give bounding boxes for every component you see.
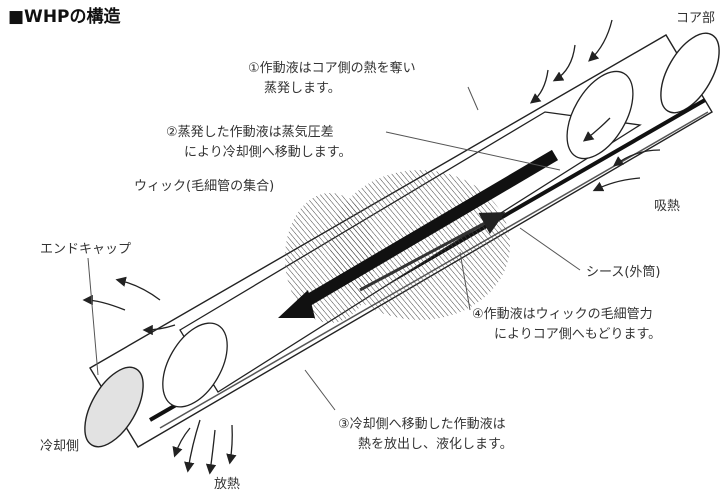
label-step2-line2: により冷却側へ移動します。 (184, 145, 351, 160)
leader-lines (87, 86, 581, 411)
label-step1-line1: ①作動液はコア側の熱を奪い (248, 60, 416, 76)
diagram-title: ■WHPの構造 (8, 6, 122, 27)
label-endcap: エンドキャップ (40, 242, 131, 257)
end-cap (84, 366, 144, 448)
label-cool-side: 冷却側 (40, 439, 79, 454)
heat-absorb-arrows (529, 19, 661, 192)
label-step4-line2: によりコア側へもどります。 (494, 327, 661, 342)
label-step1-line2: 蒸発します。 (264, 81, 341, 96)
label-release: 放熱 (214, 477, 240, 492)
label-step3-line2: 熱を放出し、液化します。 (358, 437, 513, 452)
label-step2-line1: ②蒸発した作動液は蒸気圧差 (166, 124, 334, 140)
label-absorb: 吸熱 (654, 199, 680, 214)
label-step4-line1: ④作動液はウィックの毛細管力 (472, 307, 653, 322)
label-core: コア部 (676, 11, 715, 26)
core-end (660, 32, 720, 114)
label-wick: ウィック(毛細管の集合) (134, 178, 274, 194)
heat-release-arrows (82, 276, 237, 475)
vapor-flow-arrow (296, 149, 559, 311)
label-sheath: シース(外筒) (586, 264, 661, 280)
liquid-return-arrow (359, 212, 506, 292)
label-step3-line1: ③冷却側へ移動した作動液は (338, 417, 506, 432)
